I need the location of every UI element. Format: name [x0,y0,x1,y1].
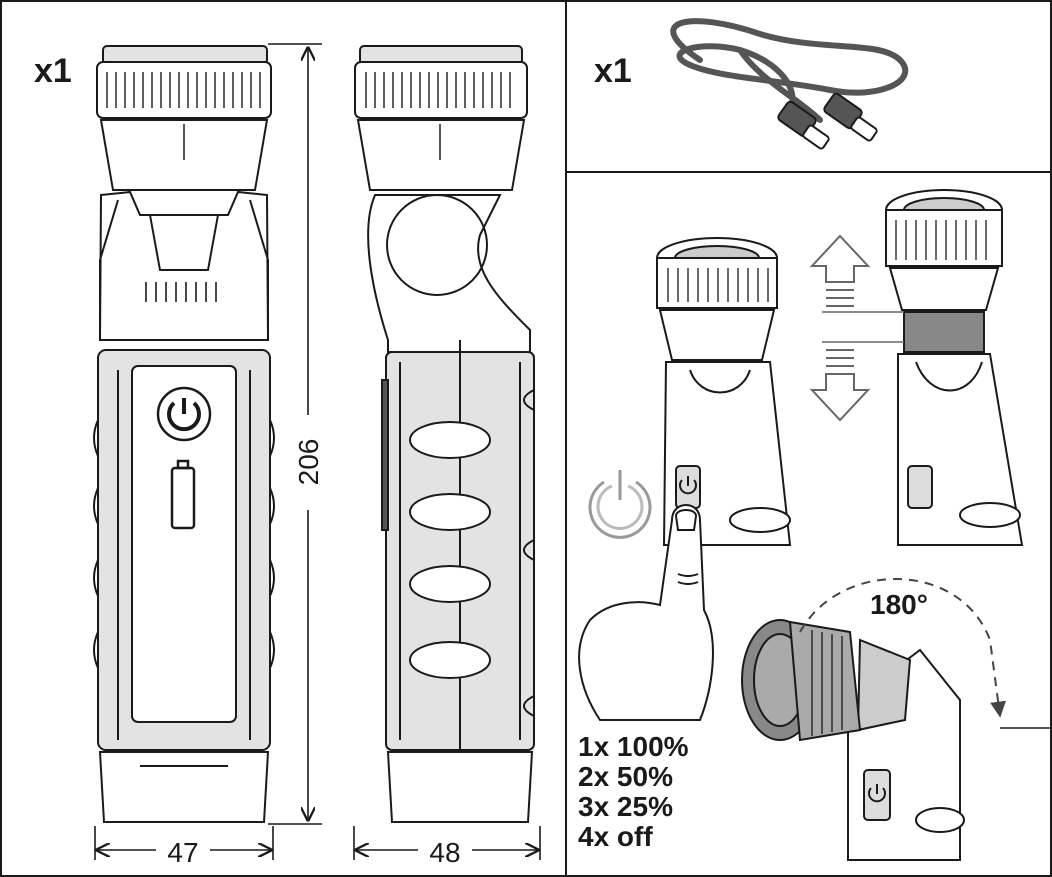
flashlight-front-view [93,45,275,823]
power-button-icon [156,386,212,442]
flashlight-rotated-head [741,619,965,861]
flashlight-head-retracted [656,237,792,546]
battery-indicator-icon [170,459,196,530]
rotation-arc [799,578,1007,718]
usb-cable-illustration [670,18,909,123]
side-width-dimension [353,826,541,860]
height-dimension-label: 206 [293,439,324,486]
focus-down-arrow-icon [809,349,871,422]
side-width-dimension-label: 48 [429,837,460,868]
usb-c-plug-icon-2 [823,92,878,142]
package-quantity-cable: x1 [594,52,632,90]
modes-panel: 180° 1x 100% 2x 50% 3x 25% 4x off [578,470,1051,861]
cable-panel: x1 [594,18,909,150]
mode-item: 4x off [578,821,653,852]
mode-item: 1x 100% [578,731,689,762]
small-power-icon-rotated [868,784,886,803]
flashlight-side-view [354,45,535,823]
left-panel: x1 [34,43,541,868]
large-power-icon [588,470,652,539]
focus-guide-lines [822,311,904,343]
mode-list: 1x 100% 2x 50% 3x 25% 4x off [578,731,689,852]
small-power-icon [679,476,697,495]
usb-c-plug-icon [777,100,830,150]
rotation-label: 180° [870,589,928,620]
front-width-dimension [94,826,274,860]
focus-up-arrow-icon [809,234,871,307]
flashlight-head-extended [885,189,1024,546]
focus-panel [656,189,1024,546]
mode-item: 2x 50% [578,761,673,792]
finger-press-illustration [578,504,714,721]
front-width-dimension-label: 47 [167,837,198,868]
mode-item: 3x 25% [578,791,673,822]
focus-extension-band [903,311,985,353]
package-quantity-flashlight: x1 [34,52,72,90]
height-dimension [268,43,322,825]
